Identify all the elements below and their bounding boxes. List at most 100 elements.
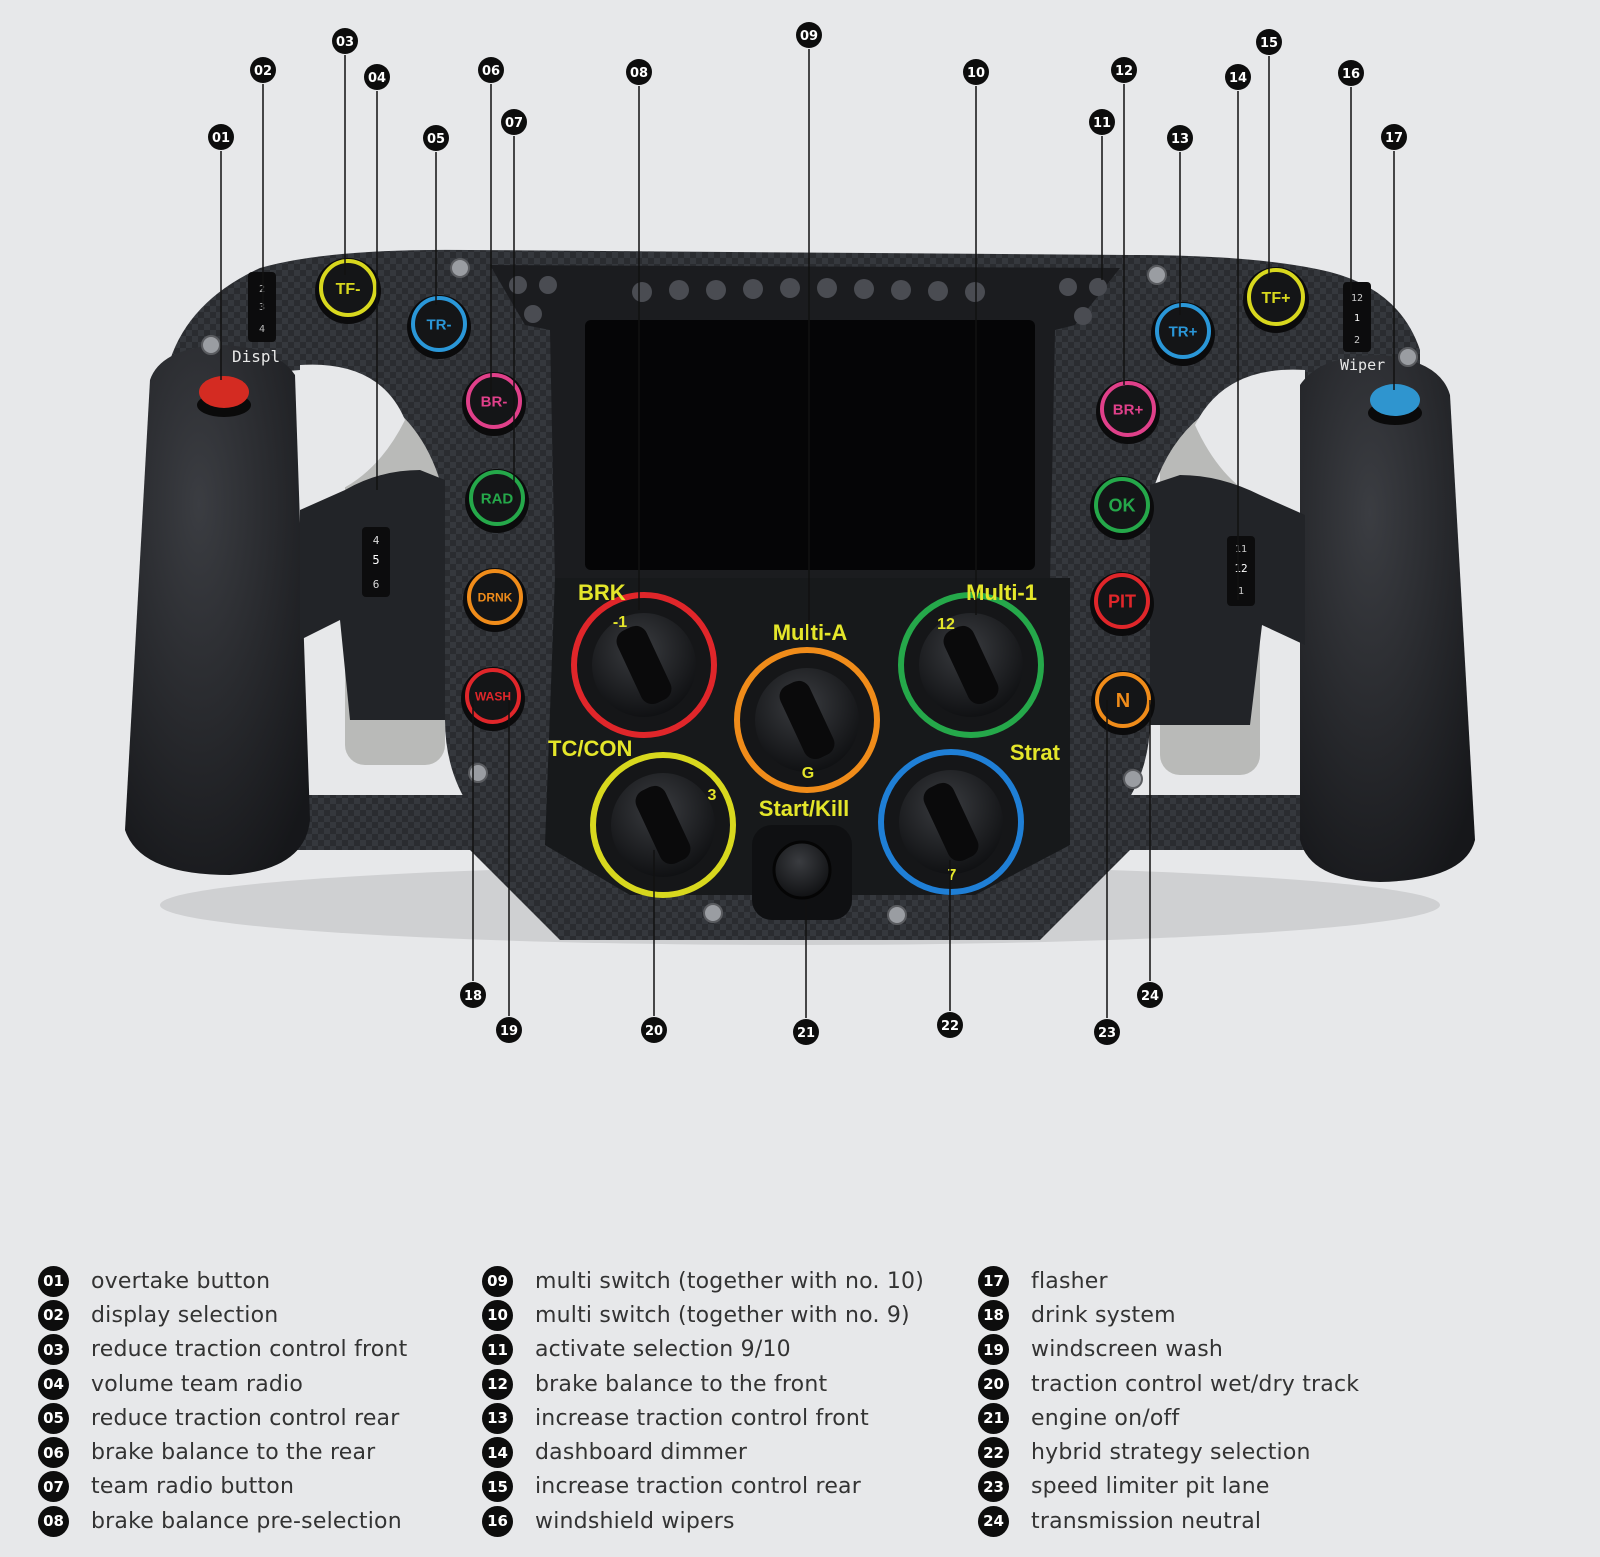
legend-number: 04 — [38, 1368, 69, 1400]
wiper-label: Wiper — [1340, 356, 1385, 374]
rotary-strat-title: Strat — [1010, 740, 1061, 765]
callout-08-number: 08 — [630, 66, 648, 81]
legend-description: drink system — [1031, 1302, 1176, 1328]
overtake-button[interactable] — [197, 376, 251, 417]
button-ok[interactable]: OK — [1090, 476, 1154, 540]
start-kill-label: Start/Kill — [759, 796, 849, 821]
legend-description: brake balance pre-selection — [91, 1508, 402, 1534]
legend-number: 21 — [978, 1402, 1009, 1434]
legend-description: overtake button — [91, 1268, 271, 1294]
legend-description: flasher — [1031, 1268, 1108, 1294]
callout-15: 15 — [1256, 29, 1282, 280]
callout-13-number: 13 — [1171, 132, 1189, 147]
callout-12-number: 12 — [1115, 64, 1133, 79]
legend-item: 16 windshield wipers — [482, 1504, 978, 1538]
legend-number: 13 — [482, 1402, 513, 1434]
svg-text:11: 11 — [1235, 544, 1247, 555]
legend-number: 20 — [978, 1368, 1009, 1400]
button-br-minus[interactable]: BR- — [462, 372, 526, 436]
button-br-minus-label: BR- — [481, 393, 508, 410]
thumbwheel-wiper[interactable]: 12 1 2 — [1343, 282, 1371, 352]
steering-wheel-diagram: 2 3 4 Displ 4 5 6 12 1 2 Wiper 11 12 1 T… — [125, 22, 1475, 1045]
start-kill-button[interactable] — [772, 840, 832, 900]
legend-number: 23 — [978, 1471, 1009, 1503]
legend-number: 15 — [482, 1471, 513, 1503]
callout-05-number: 05 — [427, 132, 445, 147]
callout-23-number: 23 — [1098, 1026, 1116, 1041]
svg-text:1: 1 — [1354, 313, 1360, 324]
callout-14: 14 — [1225, 64, 1251, 600]
callout-04: 04 — [364, 64, 390, 490]
rotary-multi-1-mark: 12 — [937, 616, 955, 633]
callout-08: 08 — [626, 59, 652, 610]
rotary-multi-1-title: Multi-1 — [966, 580, 1037, 605]
svg-text:2: 2 — [1354, 335, 1360, 346]
svg-text:4: 4 — [373, 534, 380, 547]
thumbwheel-radio-volume[interactable]: 4 5 6 — [362, 527, 390, 597]
callout-21: 21 — [793, 900, 819, 1045]
legend-description: volume team radio — [91, 1371, 304, 1397]
button-tr-plus[interactable]: TR+ — [1151, 302, 1215, 366]
svg-text:2: 2 — [259, 284, 265, 295]
legend-number: 18 — [978, 1299, 1009, 1331]
svg-text:6: 6 — [373, 578, 380, 591]
grip-left — [125, 345, 310, 875]
callout-10: 10 — [963, 59, 989, 615]
legend-item: 04 volume team radio — [38, 1367, 482, 1401]
callout-07-number: 07 — [505, 116, 523, 131]
legend-number: 05 — [38, 1402, 69, 1434]
button-n[interactable]: N — [1091, 671, 1155, 735]
thumbwheel-dimmer[interactable]: 11 12 1 — [1227, 536, 1255, 606]
button-ok-label: OK — [1109, 495, 1136, 515]
thumbwheel-displ[interactable]: 2 3 4 — [248, 272, 276, 342]
button-tr-minus[interactable]: TR- — [407, 295, 471, 359]
legend-description: reduce traction control front — [91, 1337, 408, 1363]
button-pit[interactable]: PIT — [1090, 572, 1154, 636]
svg-text:1: 1 — [1238, 586, 1244, 597]
callout-16: 16 — [1338, 60, 1364, 300]
svg-text:12: 12 — [1351, 293, 1363, 304]
callout-05: 05 — [423, 125, 449, 305]
grip-hole-right — [1195, 369, 1305, 505]
button-rad[interactable]: RAD — [465, 469, 529, 533]
legend-item: 18 drink system — [978, 1298, 1538, 1332]
legend-number: 16 — [482, 1505, 513, 1537]
callout-24: 24 — [1137, 700, 1163, 1008]
legend-description: engine on/off — [1031, 1405, 1180, 1431]
callout-07: 07 — [501, 109, 527, 500]
callout-03-number: 03 — [336, 35, 354, 50]
rotary-tc-con-title: TC/CON — [548, 736, 632, 761]
callout-16-number: 16 — [1342, 67, 1360, 82]
callout-19: 19 — [496, 700, 522, 1043]
legend-number: 14 — [482, 1437, 513, 1469]
legend-number: 03 — [38, 1334, 69, 1366]
callout-02: 02 — [250, 57, 276, 310]
screws — [201, 258, 1418, 925]
svg-text:4: 4 — [259, 324, 265, 335]
rotary-multi-1[interactable]: 12 Multi-1 — [898, 580, 1044, 738]
button-tf-plus-label: TF+ — [1262, 290, 1291, 307]
button-tf-plus[interactable]: TF+ — [1243, 267, 1309, 333]
button-wash[interactable]: WASH — [461, 667, 525, 731]
rotary-tc-con-mark: 3 — [708, 787, 717, 804]
callout-11: 11 — [1089, 109, 1115, 280]
rotary-tc-con[interactable]: 3 TC/CON — [548, 736, 736, 898]
legend-description: increase traction control front — [535, 1405, 869, 1431]
button-br-plus[interactable]: BR+ — [1096, 380, 1160, 444]
button-br-plus-label: BR+ — [1113, 401, 1144, 418]
flasher-button[interactable] — [1368, 384, 1422, 425]
button-drnk[interactable]: DRNK — [463, 568, 527, 632]
legend-number: 22 — [978, 1437, 1009, 1469]
button-tf-minus[interactable]: TF- — [315, 258, 381, 324]
legend-description: windshield wipers — [535, 1508, 735, 1534]
